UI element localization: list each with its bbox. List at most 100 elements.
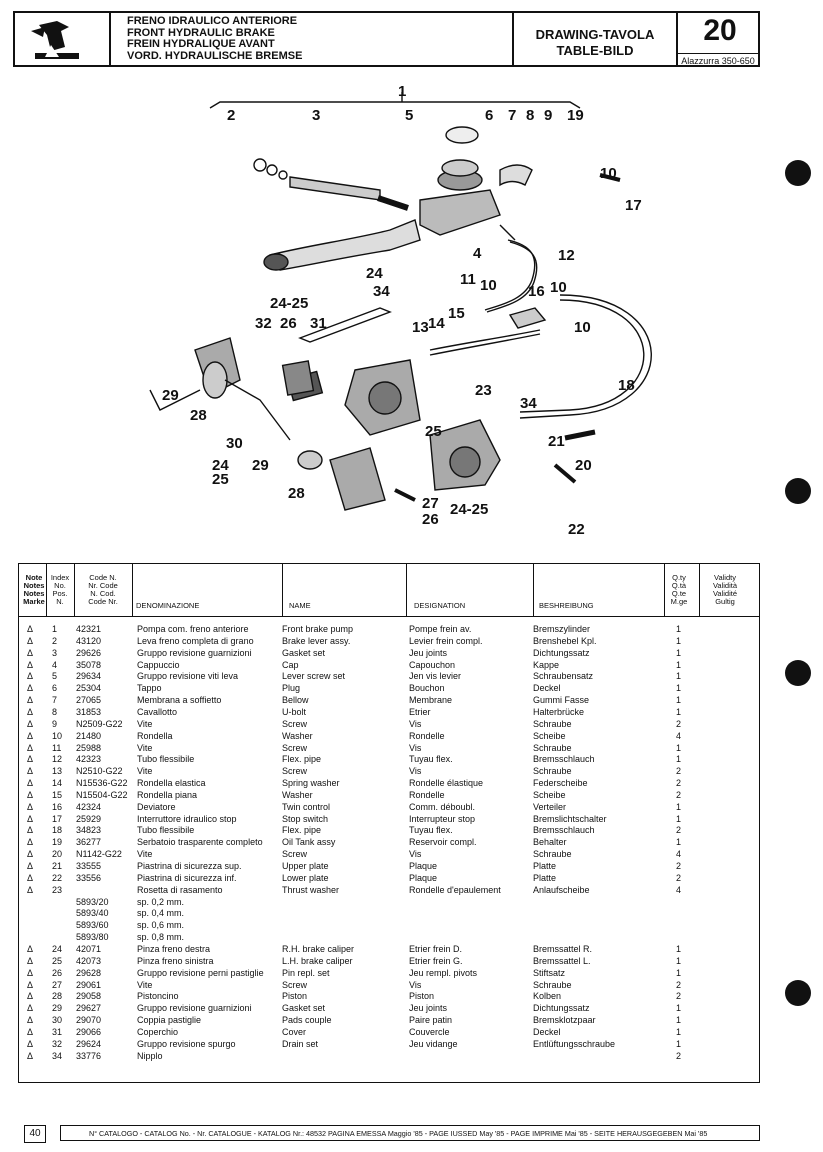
cell-qty: 1 (676, 647, 682, 658)
cell-it: Leva freno completa di grano (137, 635, 254, 646)
cell-fr: Rondelle élastique (409, 778, 484, 789)
cell-note: Δ (27, 659, 34, 670)
cell-idx: 3 (52, 647, 58, 658)
callout-label: 26 (422, 511, 439, 528)
cell-fr: Plaque (409, 861, 438, 871)
callout-label: 26 (280, 315, 297, 332)
callout-label: 22 (568, 521, 585, 538)
cell-en: Gasket set (282, 1003, 326, 1014)
cell-idx: 6 (52, 683, 58, 694)
cell-fr: Vis (409, 742, 422, 753)
cell-note: Δ (27, 825, 34, 836)
cell-it: Rondella elastica (137, 778, 206, 789)
cell-note: Δ (27, 671, 34, 682)
cell-it: sp. 0,8 mm. (137, 932, 185, 943)
header-note-line: Notes (23, 581, 45, 590)
title-german: VORD. HYDRAULISCHE BREMSE (127, 49, 303, 62)
title-english: FRONT HYDRAULIC BRAKE (127, 26, 275, 39)
header-qty-line: Q.te (671, 589, 687, 598)
cell-note: Δ (27, 837, 34, 848)
cell-code: 5893/60 (76, 920, 109, 931)
callout-label: 11 (460, 271, 476, 288)
cell-note: Δ (27, 991, 34, 1002)
cell-it: Piastrina di sicurezza inf. (137, 872, 237, 883)
cell-code: 27065 (76, 695, 102, 706)
cell-idx: 28 (52, 991, 63, 1002)
cell-fr: Tuyau flex. (409, 825, 453, 836)
callout-label: 20 (575, 457, 592, 474)
cell-note: Δ (27, 943, 34, 954)
cell-note: Δ (27, 778, 34, 789)
cell-en: Cover (282, 1026, 307, 1037)
drawing-label-line-1: DRAWING-TAVOLA (535, 27, 655, 42)
cell-en: Front brake pump (282, 624, 354, 634)
column-rule (46, 564, 47, 616)
cell-idx: 4 (52, 659, 58, 670)
cell-idx: 20 (52, 849, 63, 860)
cell-it: Pompa com. freno anteriore (137, 624, 249, 634)
cell-it: sp. 0,4 mm. (137, 908, 185, 919)
cell-it: Deviatore (137, 801, 176, 812)
cell-en: R.H. brake caliper (282, 943, 355, 954)
cell-note: Δ (27, 730, 34, 741)
cell-en: Drain set (282, 1038, 319, 1049)
header-note-line: Notes (23, 589, 45, 598)
header-divider (676, 13, 678, 65)
callout-label: 24-25 (450, 501, 488, 518)
cell-fr: Membrane (409, 695, 453, 706)
catalog-footer: N° CATALOGO - CATALOG No. - Nr. CATALOGU… (60, 1125, 760, 1141)
page-header: FRENO IDRAULICO ANTERIORE FRONT HYDRAULI… (13, 11, 760, 67)
cell-fr: Jeu vidange (409, 1038, 458, 1049)
cell-en: Washer (282, 730, 313, 741)
cell-code: 29066 (76, 1026, 102, 1037)
cell-it: Vite (137, 849, 153, 860)
cell-code: 29624 (76, 1038, 102, 1049)
cell-de: Halterbrücke (533, 706, 585, 717)
cell-code: N1142-G22 (76, 849, 122, 860)
table-number: 20 (703, 14, 737, 47)
cell-idx: 11 (52, 742, 62, 753)
cell-qty: 1 (676, 659, 682, 670)
cell-it: Interruttore idraulico stop (137, 813, 237, 824)
callout-label: 19 (567, 107, 584, 124)
cell-de: Scheibe (533, 789, 566, 800)
cell-en: Flex. pipe (282, 825, 322, 836)
cell-code: 25304 (76, 683, 102, 694)
cell-idx: 2 (52, 635, 58, 646)
cell-code: 29634 (76, 671, 102, 682)
cell-it: Vite (137, 979, 153, 990)
header-validity-line: Validità (712, 581, 738, 590)
cell-idx: 8 (52, 706, 58, 717)
cell-note: Δ (27, 967, 34, 978)
exploded-parts-diagram: 1 2 3 5 6 7 8 9 19 10 17 4 12 24 34 11 1… (140, 80, 680, 555)
cell-note: Δ (27, 683, 34, 694)
cell-idx: 32 (52, 1038, 63, 1049)
cell-qty: 1 (676, 683, 682, 694)
callout-label: 34 (373, 283, 390, 300)
cell-qty: 1 (676, 635, 682, 646)
callout-label: 24-25 (270, 295, 308, 312)
header-divider (512, 13, 514, 65)
cell-en: U-bolt (282, 706, 307, 717)
callout-label: 16 (528, 283, 545, 300)
header-note: Note Notes Notes Marke (23, 574, 45, 606)
column-rule (406, 564, 407, 616)
cell-qty: 4 (676, 730, 682, 741)
cell-idx: 18 (52, 825, 63, 836)
callout-label: 2 (227, 107, 235, 124)
header-index-line: No. (54, 581, 66, 590)
cell-idx: 19 (52, 837, 63, 848)
cell-de: Scheibe (533, 730, 566, 741)
cell-fr: Tuyau flex. (409, 754, 453, 765)
